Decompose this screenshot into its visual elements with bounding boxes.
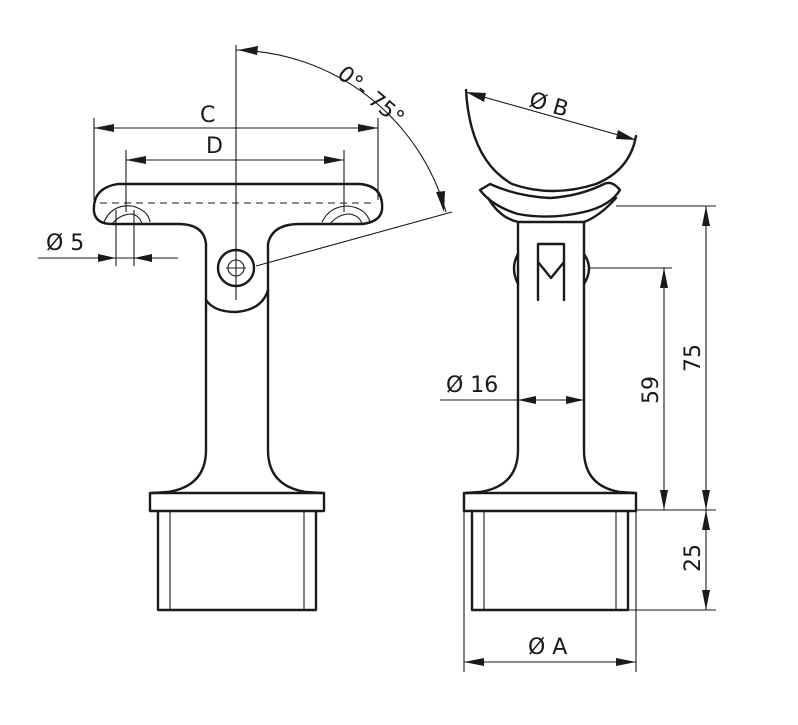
- saddle-arrow-left: [466, 92, 486, 102]
- front-view: C D Ø 5 0°- 75°: [38, 45, 453, 612]
- dim-c-label: C: [200, 103, 215, 128]
- saddle-neck: [486, 196, 618, 224]
- right-screw-hole-inner: [329, 213, 363, 225]
- side-post: [464, 220, 636, 495]
- dim-d-arrow-right: [324, 156, 344, 164]
- dim-25-arrow-top: [702, 510, 710, 530]
- side-pivot-left: [512, 252, 520, 286]
- dim-d-label: D: [206, 134, 223, 159]
- saddle-dia-label: Ø B: [526, 88, 571, 123]
- hinge-knuckle: [204, 253, 270, 314]
- angle-label: 0°- 75°: [332, 61, 409, 131]
- hole-dia-label: Ø 5: [46, 231, 84, 256]
- left-screw-hole-inner: [111, 213, 143, 225]
- dim-75-arrow-top: [702, 206, 710, 226]
- hole-arrow-right: [134, 254, 152, 262]
- post-dia-label: Ø 16: [446, 373, 498, 398]
- dim-25-arrow-bottom: [702, 590, 710, 610]
- base-arrow-right: [616, 658, 636, 666]
- dim-59-label: 59: [639, 376, 664, 404]
- cap-plate: [92, 182, 384, 302]
- base-arrow-left: [464, 658, 484, 666]
- post-arrow-left: [518, 396, 536, 404]
- angle-arrow-top: [238, 46, 258, 55]
- saddle-lower: [478, 181, 622, 218]
- dim-75-label: 75: [681, 344, 706, 372]
- left-screw-hole: [103, 205, 151, 223]
- dim-25-label: 25: [681, 544, 706, 572]
- front-post: [150, 288, 324, 495]
- dim-c-arrow-right: [358, 124, 378, 132]
- side-pivot-right: [582, 252, 591, 286]
- front-base-cup: [156, 509, 318, 612]
- saddle-dim-line: [465, 91, 637, 141]
- saddle-arrow-right: [616, 130, 636, 140]
- base-dia-label: Ø A: [528, 635, 567, 660]
- dim-59-arrow-top: [660, 268, 668, 288]
- hole-arrow-left: [98, 254, 116, 262]
- pivot-circle: [216, 248, 256, 288]
- side-slot: [536, 242, 566, 302]
- dim-59-arrow-bottom: [660, 490, 668, 510]
- dim-d-arrow-left: [126, 156, 146, 164]
- angle-arrow-bottom: [436, 191, 445, 212]
- post-arrow-right: [566, 396, 584, 404]
- side-flange: [462, 491, 638, 513]
- saddle-top: [464, 88, 638, 193]
- right-screw-hole: [321, 205, 371, 223]
- front-flange: [148, 491, 326, 513]
- angle-leader: [255, 211, 453, 267]
- dim-c-arrow-left: [94, 124, 114, 132]
- side-view: Ø B Ø 16 59 75 25 Ø A: [440, 88, 716, 672]
- dim-75-arrow-bottom: [702, 490, 710, 510]
- side-base-cup: [470, 509, 630, 612]
- angle-arc: [235, 49, 447, 213]
